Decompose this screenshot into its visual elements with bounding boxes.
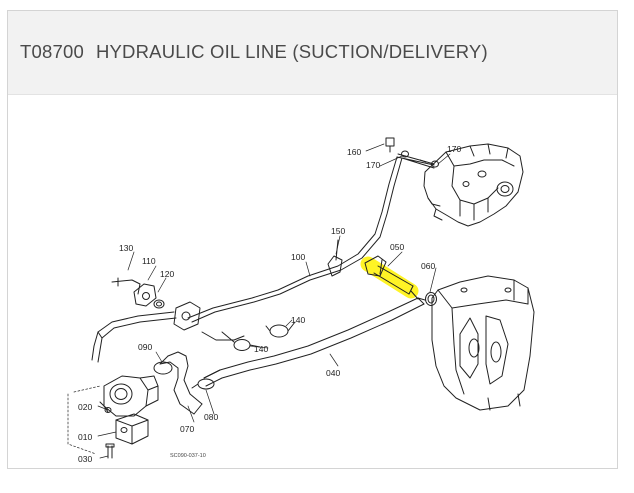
callout-070: 070 bbox=[180, 424, 194, 434]
callout-160: 160 bbox=[347, 147, 361, 157]
clamp-140-upper bbox=[265, 321, 296, 338]
callout-170-upper: 170 bbox=[366, 160, 380, 170]
diagram-drawing: 160 170 170 150 050 060 100 130 110 120 … bbox=[67, 137, 535, 464]
hose-fitting-050-highlight bbox=[360, 255, 419, 299]
hydraulic-pump bbox=[103, 375, 159, 417]
callout-150: 150 bbox=[331, 226, 345, 236]
drawing-code: SC090-037-10 bbox=[170, 453, 206, 459]
suction-hose-070 bbox=[153, 351, 221, 415]
transmission-housing bbox=[431, 275, 535, 411]
callout-130: 130 bbox=[119, 243, 133, 253]
callout-080: 080 bbox=[204, 412, 218, 422]
o-ring-060 bbox=[410, 290, 437, 306]
pipe-bracket-110 bbox=[111, 277, 165, 309]
pump-base-010 bbox=[99, 401, 149, 459]
callout-100: 100 bbox=[291, 252, 305, 262]
clamp-140-lower bbox=[201, 331, 261, 351]
callout-020: 020 bbox=[78, 402, 92, 412]
section-title: HYDRAULIC OIL LINE (SUCTION/DELIVERY) bbox=[95, 41, 488, 62]
delivery-pipe-100 bbox=[187, 156, 435, 323]
lift-cylinder-housing bbox=[423, 143, 524, 227]
callout-050: 050 bbox=[390, 242, 404, 252]
panel-header: T08700 HYDRAULIC OIL LINE (SUCTION/DELIVE… bbox=[8, 11, 617, 95]
callout-170-right: 170 bbox=[447, 144, 461, 154]
suction-pipe-040 bbox=[203, 297, 425, 387]
bolt-160 bbox=[385, 137, 439, 168]
leader-lines bbox=[67, 143, 451, 459]
callout-040: 040 bbox=[326, 368, 340, 378]
page-title: T08700 HYDRAULIC OIL LINE (SUCTION/DELIVE… bbox=[20, 41, 488, 63]
exploded-parts-diagram: 160 170 170 150 050 060 100 130 110 120 … bbox=[8, 94, 617, 468]
callout-140-upper: 140 bbox=[291, 315, 305, 325]
callout-110: 110 bbox=[142, 256, 156, 266]
section-code: T08700 bbox=[20, 41, 84, 62]
parts-diagram-panel: T08700 HYDRAULIC OIL LINE (SUCTION/DELIVE… bbox=[7, 10, 618, 469]
callout-120: 120 bbox=[160, 269, 174, 279]
callout-060: 060 bbox=[421, 261, 435, 271]
callout-030: 030 bbox=[78, 454, 92, 464]
callout-010: 010 bbox=[78, 432, 92, 442]
callout-140-lower: 140 bbox=[254, 344, 268, 354]
clamp-150 bbox=[327, 239, 343, 277]
pipe-flange-block bbox=[91, 301, 201, 363]
callout-090: 090 bbox=[138, 342, 152, 352]
